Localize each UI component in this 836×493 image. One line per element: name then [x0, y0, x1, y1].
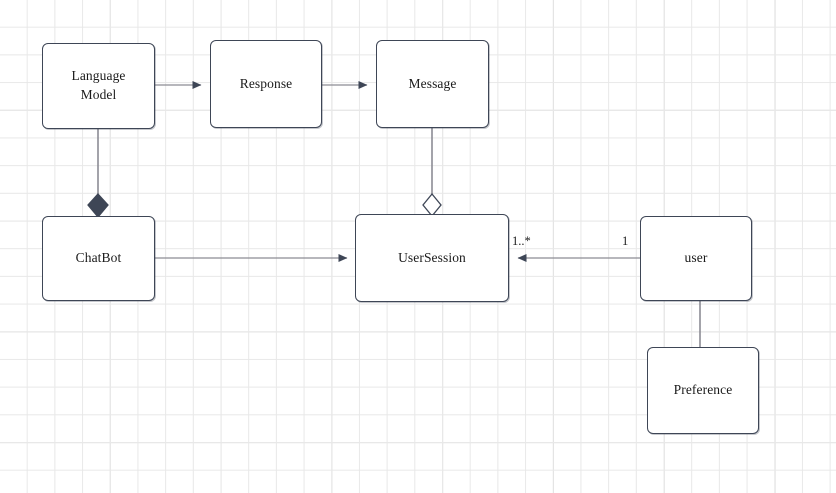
- node-usersession[interactable]: UserSession: [355, 214, 509, 302]
- filled-diamond-marker: [87, 193, 109, 219]
- node-chatbot-label: ChatBot: [75, 250, 122, 266]
- node-response-label: Response: [239, 75, 293, 91]
- node-preference-label: Preference: [673, 382, 733, 398]
- node-message[interactable]: Message: [376, 40, 489, 128]
- node-language-model-label: Language Model: [71, 68, 126, 102]
- node-user[interactable]: user: [640, 216, 752, 301]
- node-preference[interactable]: Preference: [647, 347, 759, 434]
- node-user-label: user: [684, 250, 708, 266]
- node-message-label: Message: [408, 75, 457, 91]
- node-language-model[interactable]: Language Model: [42, 43, 155, 129]
- multiplicity-label-usersession: 1..*: [512, 234, 531, 248]
- multiplicity-label-user: 1: [622, 234, 629, 248]
- edge-message-to-usersession: [422, 128, 442, 218]
- hollow-diamond-marker: [422, 192, 442, 218]
- node-response[interactable]: Response: [210, 40, 322, 128]
- edge-language-model-to-chatbot: [87, 129, 109, 219]
- node-usersession-label: UserSession: [398, 249, 466, 265]
- node-chatbot[interactable]: ChatBot: [42, 216, 155, 301]
